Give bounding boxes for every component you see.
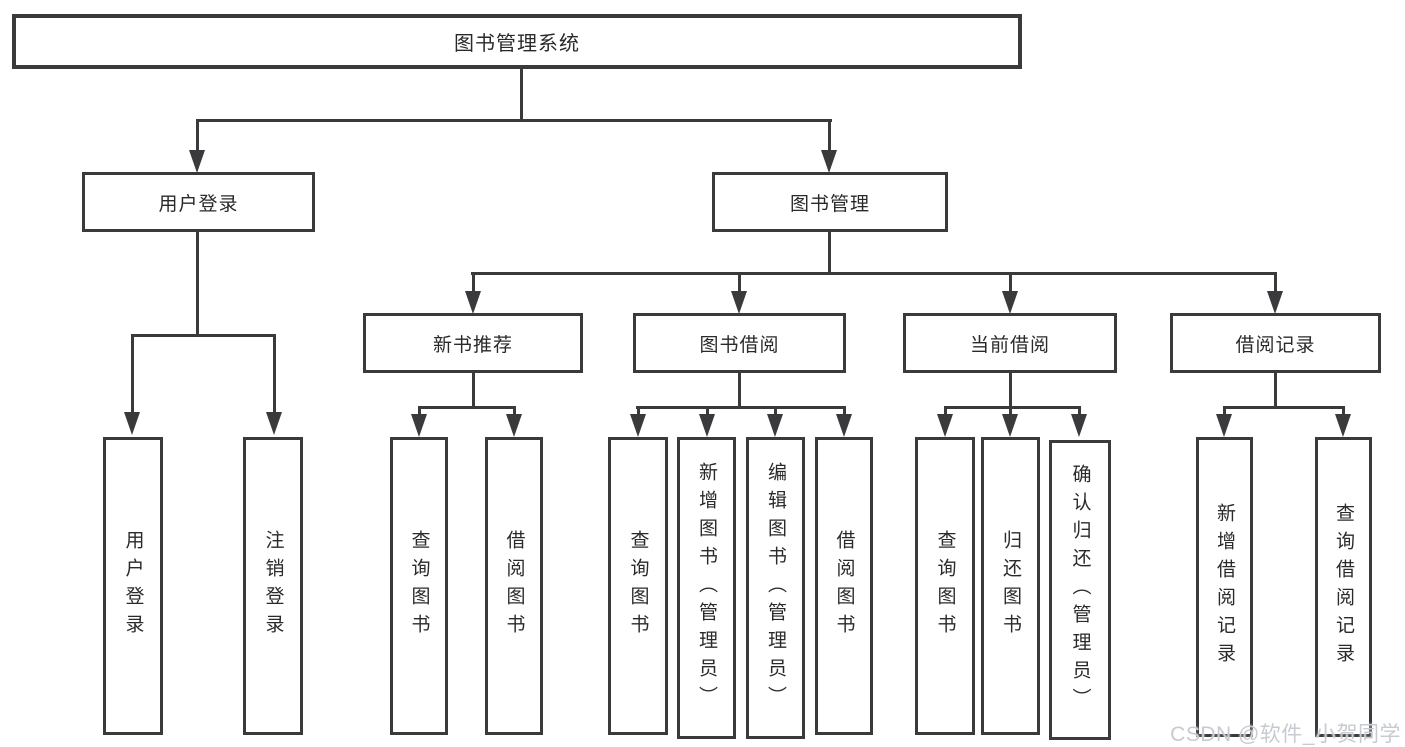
leaf-query-borrow-record: 查询借阅记录: [1315, 437, 1372, 737]
arrow-down-icon: [124, 412, 140, 435]
connector-line: [196, 119, 832, 122]
leaf-borrow-books: 借阅图书: [815, 437, 873, 735]
leaf-logout: 注销登录: [243, 437, 303, 735]
connector-line: [843, 406, 846, 416]
node-book-management: 图书管理: [712, 172, 948, 232]
connector-line: [1274, 272, 1277, 294]
connector-line: [774, 406, 777, 416]
arrow-down-icon: [630, 414, 646, 437]
node-new-book-recommendation: 新书推荐: [363, 313, 583, 373]
leaf-confirm-return-admin: 确认归还（管理员）: [1049, 440, 1111, 740]
connector-line: [418, 406, 421, 416]
leaf-edit-books-admin: 编辑图书（管理员）: [746, 437, 805, 739]
connector-line: [636, 406, 845, 409]
connector-line: [520, 68, 523, 122]
node-current-borrowing: 当前借阅: [903, 313, 1117, 373]
connector-line: [1078, 406, 1081, 416]
arrow-down-icon: [465, 291, 481, 314]
arrow-down-icon: [1216, 414, 1232, 437]
node-root: 图书管理系统: [12, 14, 1022, 69]
connector-line: [196, 119, 199, 152]
connector-line: [1342, 406, 1345, 416]
connector-line: [1223, 406, 1226, 416]
connector-line: [1223, 406, 1345, 409]
connector-line: [637, 406, 640, 416]
leaf-query-books-current: 查询图书: [915, 437, 975, 735]
connector-line: [513, 406, 516, 416]
csdn-watermark: CSDN @软件_小贺同学: [1170, 723, 1401, 746]
leaf-query-books-recommend: 查询图书: [390, 437, 448, 735]
leaf-return-books: 归还图书: [981, 437, 1040, 735]
connector-line: [738, 272, 741, 294]
arrow-down-icon: [1002, 414, 1018, 437]
arrow-down-icon: [1267, 291, 1283, 314]
arrow-down-icon: [266, 412, 282, 435]
arrow-down-icon: [506, 414, 522, 437]
connector-line: [828, 232, 831, 275]
connector-line: [828, 119, 831, 152]
connector-line: [196, 232, 199, 337]
connector-line: [472, 373, 475, 409]
connector-line: [1274, 373, 1277, 409]
arrow-down-icon: [731, 291, 747, 314]
node-borrowing-records: 借阅记录: [1170, 313, 1381, 373]
connector-line: [1009, 272, 1012, 294]
arrow-down-icon: [1002, 291, 1018, 314]
leaf-add-borrow-record: 新增借阅记录: [1196, 437, 1253, 737]
connector-line: [738, 373, 741, 409]
node-user-login: 用户登录: [82, 172, 315, 232]
connector-line: [273, 334, 276, 414]
connector-line: [131, 334, 276, 337]
connector-line: [944, 406, 1081, 409]
connector-line: [472, 272, 475, 294]
connector-line: [944, 406, 947, 416]
connector-line: [706, 406, 709, 416]
leaf-borrow-books-recommend: 借阅图书: [485, 437, 543, 735]
connector-line: [1009, 373, 1012, 409]
arrow-down-icon: [836, 414, 852, 437]
leaf-user-login: 用户登录: [103, 437, 163, 735]
arrow-down-icon: [937, 414, 953, 437]
arrow-down-icon: [1071, 414, 1087, 437]
leaf-add-books-admin: 新增图书（管理员）: [677, 437, 736, 739]
arrow-down-icon: [767, 414, 783, 437]
arrow-down-icon: [189, 150, 205, 173]
connector-line: [471, 272, 1277, 275]
node-book-borrowing: 图书借阅: [633, 313, 846, 373]
connector-line: [418, 406, 516, 409]
arrow-down-icon: [411, 414, 427, 437]
leaf-query-books-borrowing: 查询图书: [608, 437, 668, 735]
arrow-down-icon: [821, 150, 837, 173]
connector-line: [1009, 406, 1012, 416]
arrow-down-icon: [1335, 414, 1351, 437]
arrow-down-icon: [699, 414, 715, 437]
connector-line: [131, 334, 134, 414]
